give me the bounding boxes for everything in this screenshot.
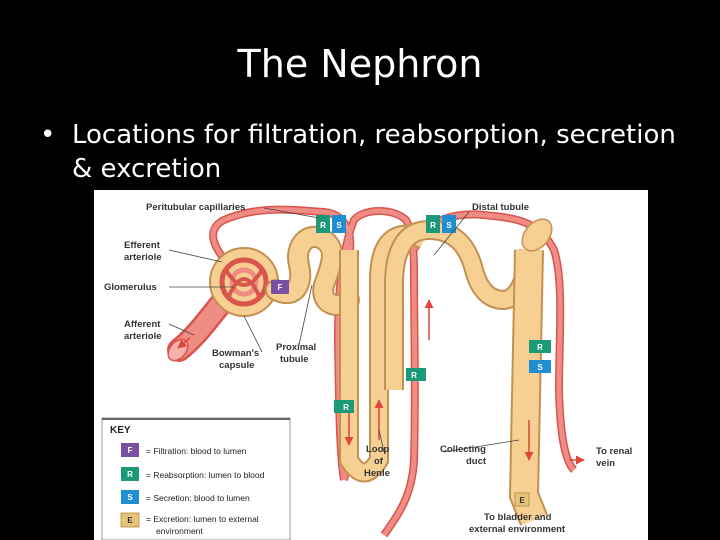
label-efferent-2: arteriole [124,252,162,263]
badge-reabsorption-proximal: R [316,215,330,233]
svg-text:E: E [519,496,525,505]
badge-reabsorption-collecting: R [529,340,551,353]
nephron-diagram: F R S R S R R R S E [94,190,648,540]
svg-text:S: S [336,221,342,230]
key-item-reabsorption: R = Reabsorption: lumen to blood [121,467,265,481]
badge-reabsorption-loop-ascending: R [406,368,426,381]
svg-text:R: R [411,371,417,380]
leader-lines [168,207,520,453]
svg-text:= Filtration: blood to lumen: = Filtration: blood to lumen [146,446,247,456]
svg-text:S: S [446,221,452,230]
svg-text:F: F [128,446,133,455]
slide-title: The Nephron [237,42,483,86]
badge-filtration: F [271,280,289,294]
label-proximal-2: tubule [280,354,309,365]
bullet-text: Locations for filtration, reabsorption, … [72,120,676,184]
badge-secretion-distal: S [442,215,456,233]
proximal-tubule [265,225,360,316]
svg-text:F: F [278,283,283,292]
key-item-excretion: E = Excretion: lumen to external environ… [120,512,259,536]
bullet-symbol: • [40,120,56,150]
label-bladder-1: To bladder and [484,512,552,523]
svg-text:R: R [430,221,436,230]
svg-text:= Secretion: blood to lumen: = Secretion: blood to lumen [146,493,250,503]
svg-text:= Excretion: lumen to external: = Excretion: lumen to external [146,514,259,524]
badge-reabsorption-loop-descending: R [334,400,354,413]
svg-text:= Reabsorption: lumen to blood: = Reabsorption: lumen to blood [146,470,265,480]
label-bladder-2: external environment [469,524,566,535]
label-afferent-2: arteriole [124,331,162,342]
svg-text:S: S [537,363,543,372]
key-item-secretion: S = Secretion: blood to lumen [121,490,250,504]
label-renal-1: To renal [596,446,632,457]
label-glomerulus: Glomerulus [104,282,157,293]
label-collecting-2: duct [466,456,487,467]
label-afferent-1: Afferent [124,319,161,330]
label-bowmans-1: Bowman's [212,348,259,359]
badge-excretion: E [514,492,530,507]
label-proximal-1: Proximal [276,342,316,353]
svg-text:E: E [127,516,133,525]
label-efferent-1: Efferent [124,240,161,251]
glomerulus-tuft [219,257,269,307]
label-loop-3: Henle [364,468,390,479]
label-loop-1: Loop [366,444,389,455]
svg-text:environment: environment [156,526,203,536]
svg-text:R: R [537,343,543,352]
svg-text:R: R [320,221,326,230]
nephron-svg: F R S R S R R R S E [101,202,632,540]
key-item-filtration: F = Filtration: blood to lumen [121,443,247,457]
label-distal: Distal tubule [472,202,529,213]
label-bowmans-2: capsule [219,360,254,371]
svg-text:S: S [127,493,133,502]
label-loop-2: of [374,456,384,467]
label-collecting-1: Collecting [440,444,486,455]
badge-reabsorption-distal: R [426,215,440,233]
svg-text:R: R [343,403,349,412]
badge-secretion-collecting: S [529,360,551,373]
badge-secretion-proximal: S [332,215,346,233]
key-title: KEY [110,425,131,436]
svg-text:R: R [127,470,133,479]
key-legend: KEY F = Filtration: blood to lumen R = R… [101,417,291,540]
label-renal-2: vein [596,458,615,469]
label-peritubular: Peritubular capillaries [146,202,245,213]
